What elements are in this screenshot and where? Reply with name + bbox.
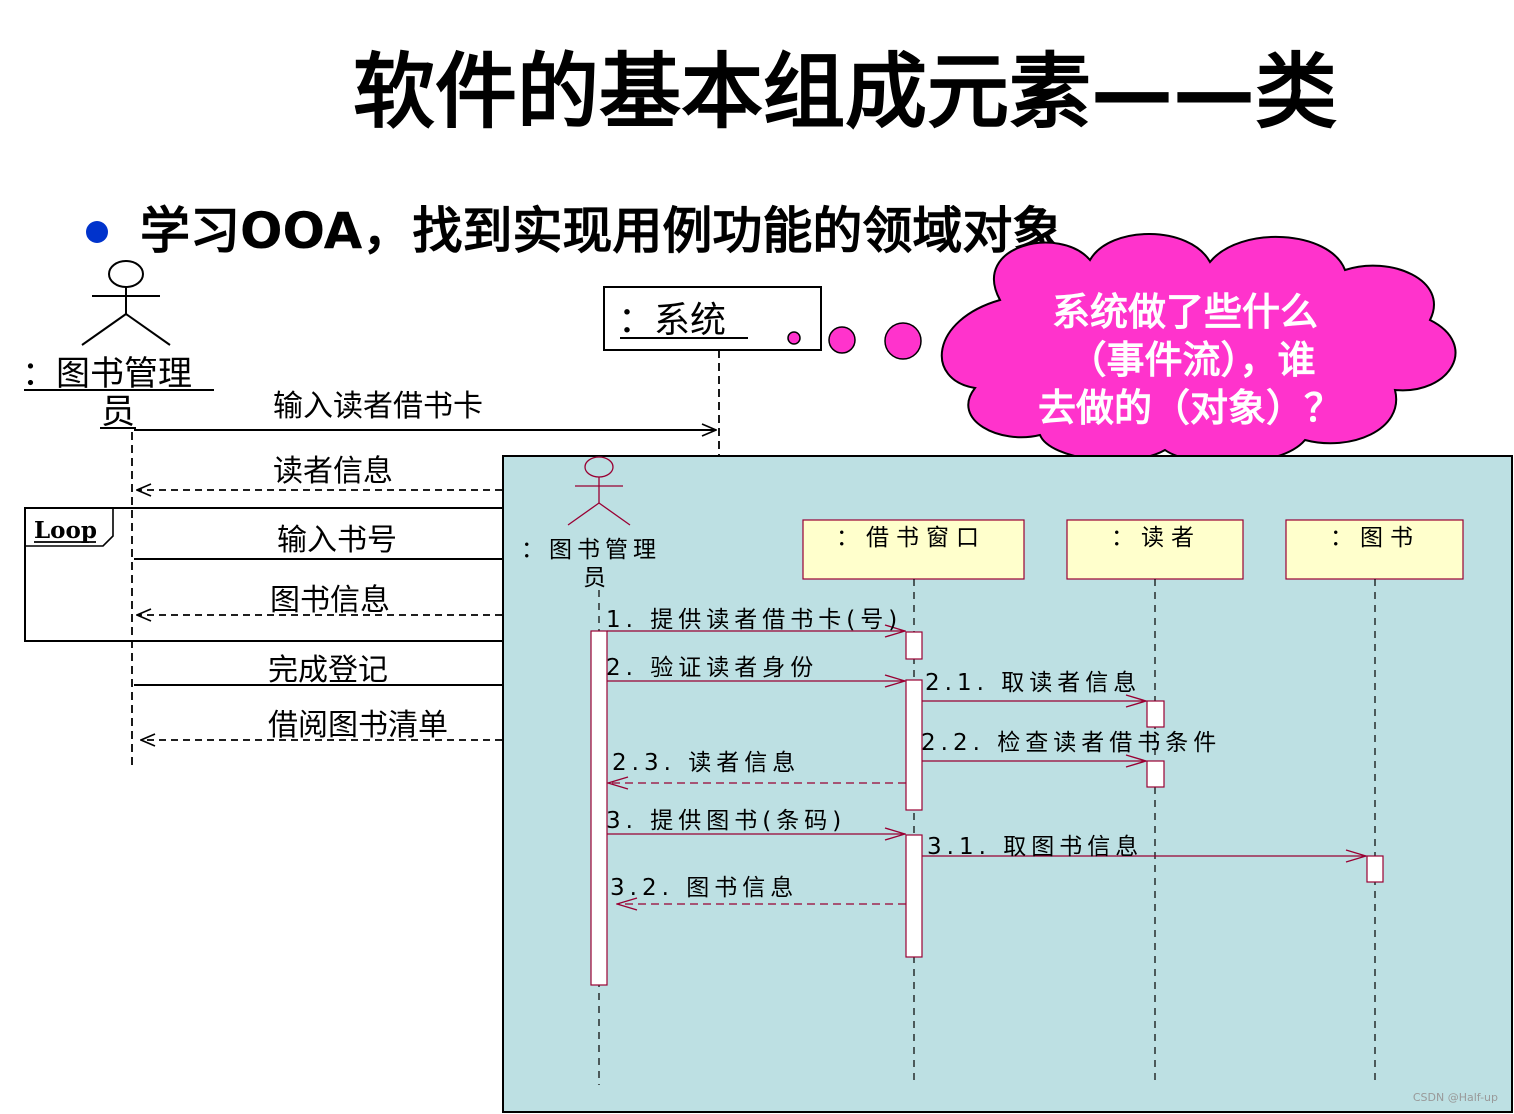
bubble-line2: （事件流），谁 (1068, 338, 1315, 382)
detail-librarian-actor-icon (567, 456, 631, 526)
system-sequence-diagram: ：图书管理 员 ：系统 输入读者借书卡 读者信息 Loop 输入书号 图书信息 … (22, 260, 822, 765)
msg-complete-register-label: 完成登记 (268, 653, 388, 688)
window-activation-2 (905, 679, 923, 811)
detail-actor-label-line1: ：图书管理 (521, 537, 661, 563)
bubble-line3: 去做的（对象）？ (1038, 386, 1342, 430)
msg23-label: 2.3. 读者信息 (612, 750, 800, 776)
system-object-box (603, 286, 822, 351)
msg1-label: 1. 提供读者借书卡(号) (606, 607, 902, 633)
thought-dot-medium (828, 326, 856, 354)
actor-activation (590, 630, 608, 986)
msg32-label: 3.2. 图书信息 (610, 875, 798, 901)
reader-activation-1 (1146, 700, 1165, 728)
msg-book-info-label: 图书信息 (270, 583, 390, 618)
thought-bubble: 系统做了些什么 （事件流），谁 去做的（对象）？ (787, 233, 1457, 465)
object-reader-box (1066, 519, 1244, 580)
system-object-label: ：系统 (618, 300, 726, 341)
thought-cloud (940, 233, 1457, 465)
msg21-label: 2.1. 取读者信息 (925, 670, 1141, 696)
msg3-label: 3. 提供图书(条码) (606, 808, 846, 834)
window-activation-3 (905, 834, 923, 958)
msg-reader-info-label: 读者信息 (273, 454, 393, 489)
thought-dot-small (787, 331, 801, 345)
detail-actor-label-line2: 员 (583, 565, 606, 591)
bullet-text: 学习OOA，找到实现用例功能的领域对象 (140, 202, 1062, 260)
object-reader-label: ：读者 (1111, 525, 1201, 551)
msg-borrow-list-label: 借阅图书清单 (268, 708, 448, 743)
object-book-box (1285, 519, 1464, 580)
book-activation (1366, 855, 1384, 883)
loop-tag (25, 508, 114, 547)
object-borrow-window-label: ：借书窗口 (836, 525, 986, 551)
watermark: CSDN @Half-up (1413, 1091, 1498, 1104)
msg-enter-card-label: 输入读者借书卡 (273, 389, 483, 424)
msg31-label: 3.1. 取图书信息 (927, 834, 1143, 860)
actor-label-line1: ：图书管理 (22, 354, 192, 394)
msg22-label: 2.2. 检查读者借书条件 (921, 730, 1221, 756)
actor-label-line2: 员 (101, 392, 135, 432)
librarian-actor-icon (81, 260, 171, 346)
reader-activation-2 (1146, 760, 1165, 788)
window-activation-1 (905, 631, 923, 660)
object-borrow-window-box (802, 519, 1025, 580)
msg-enter-book-no-label: 输入书号 (277, 523, 397, 558)
object-book-label: ：图书 (1330, 525, 1420, 551)
detail-sequence-diagram: ：图书管理 员 ：借书窗口 ：读者 ：图书 (502, 455, 1513, 1113)
slide-title: 软件的基本组成元素——类 (353, 45, 1337, 140)
msg2-label: 2. 验证读者身份 (606, 655, 818, 681)
loop-label: Loop (34, 517, 97, 544)
thought-dot-large (884, 322, 922, 360)
bubble-line1: 系统做了些什么 (1052, 290, 1318, 334)
bullet-dot-icon (86, 221, 108, 243)
